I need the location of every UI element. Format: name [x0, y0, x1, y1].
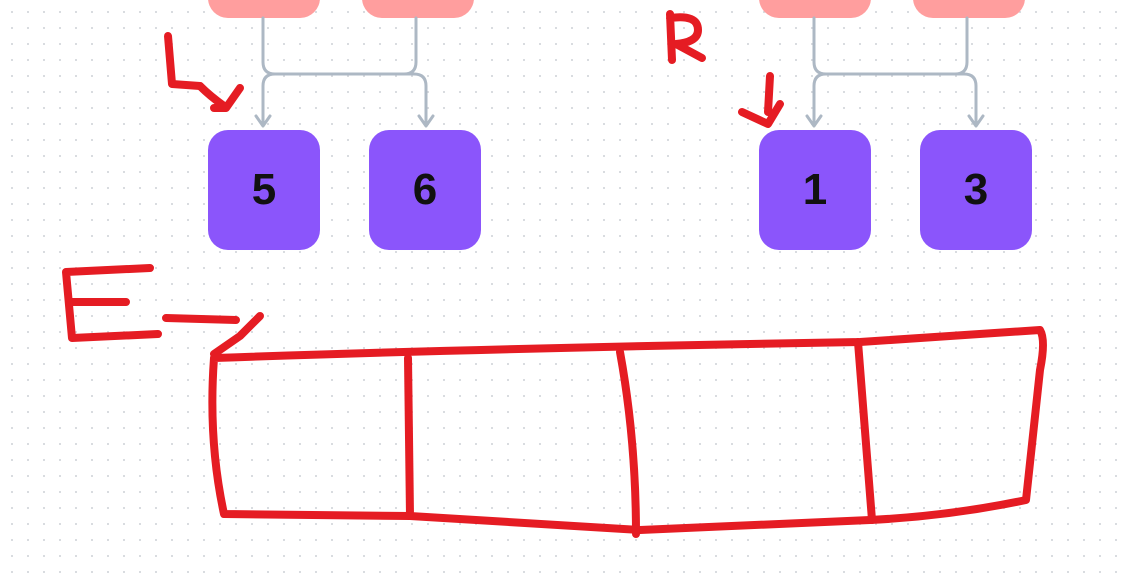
- parent-node-right-1[interactable]: [759, 0, 871, 18]
- leaf-node-1[interactable]: 1: [759, 130, 871, 250]
- leaf-node-6[interactable]: 6: [369, 130, 481, 250]
- edge-right-down-2: [888, 72, 978, 126]
- annotation-R-glyph: [666, 10, 706, 64]
- annotation-E-glyph: [62, 264, 162, 342]
- array-outline: [208, 326, 1047, 534]
- annotation-E-arrow: [162, 312, 264, 358]
- annotation-L-arrow: [196, 82, 244, 112]
- edge-left-down-2: [338, 72, 428, 126]
- parent-node-right-2[interactable]: [913, 0, 1025, 18]
- array-divider-3: [854, 338, 876, 524]
- array-divider-2: [616, 348, 640, 538]
- edge-right-down: [812, 72, 892, 126]
- leaf-node-5[interactable]: 5: [208, 130, 320, 250]
- arrowhead-5: [254, 114, 272, 128]
- annotation-R-arrow: [738, 72, 784, 128]
- annotation-group: [62, 10, 1047, 538]
- array-divider-1: [404, 354, 414, 520]
- edge-group: [254, 16, 985, 128]
- arrowhead-3: [967, 114, 985, 128]
- arrowhead-1: [805, 114, 823, 128]
- parent-node-left-2[interactable]: [362, 0, 474, 18]
- edge-right: [812, 16, 969, 76]
- annotation-L-glyph: [164, 32, 204, 90]
- arrowhead-6: [417, 114, 435, 128]
- parent-node-left-1[interactable]: [208, 0, 320, 18]
- edge-left-down: [261, 72, 342, 126]
- leaf-node-3[interactable]: 3: [920, 130, 1032, 250]
- edge-left: [261, 16, 418, 76]
